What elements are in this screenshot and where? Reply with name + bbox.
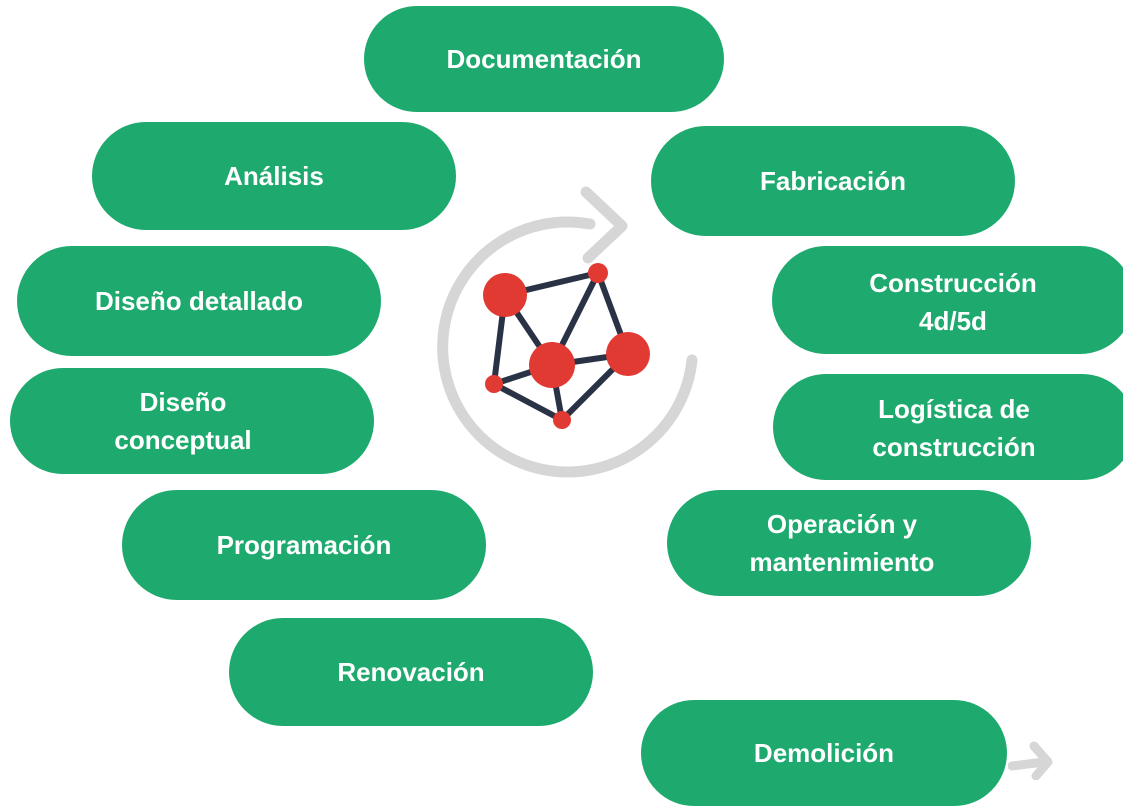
stage-label: Documentación xyxy=(446,44,642,74)
stage-analisis: Análisis xyxy=(92,122,456,230)
stage-construccion: Construcción 4d/5d xyxy=(772,246,1123,354)
stage-logistica: Logística de construcción xyxy=(773,374,1123,480)
stage-operacion: Operación y mantenimiento xyxy=(667,490,1031,596)
stage-label: Renovación xyxy=(337,657,485,687)
stage-label: Programación xyxy=(216,530,392,560)
stage-label: Diseño detallado xyxy=(94,286,304,316)
network-nodes-icon xyxy=(483,263,650,429)
stage-label: Demolición xyxy=(753,738,895,768)
stage-label: Fabricación xyxy=(760,166,906,196)
cycle-arrow-icon xyxy=(437,186,698,478)
stage-label-line2: 4d/5d xyxy=(919,306,987,336)
stage-programacion: Programación xyxy=(122,490,486,600)
stage-label: Análisis xyxy=(224,161,324,191)
stage-diseno-detallado: Diseño detallado xyxy=(17,246,381,356)
stage-label-line1: Operación y xyxy=(766,509,918,539)
stage-label-line2: construcción xyxy=(872,432,1036,462)
stage-demolicion: Demolición xyxy=(641,700,1007,806)
stage-renovacion: Renovación xyxy=(229,618,593,726)
stage-label-line1: Diseño xyxy=(139,387,227,417)
stage-label-line1: Logística de xyxy=(878,394,1030,424)
stage-documentacion: Documentación xyxy=(364,6,724,112)
stage-diseno-conceptual: Diseño conceptual xyxy=(10,368,374,474)
stage-label-line1: Construcción xyxy=(869,268,1037,298)
end-arrow-icon xyxy=(1008,741,1053,780)
stage-fabricacion: Fabricación xyxy=(651,126,1015,236)
stage-label-line2: mantenimiento xyxy=(749,547,935,577)
stage-label-line2: conceptual xyxy=(114,425,252,455)
